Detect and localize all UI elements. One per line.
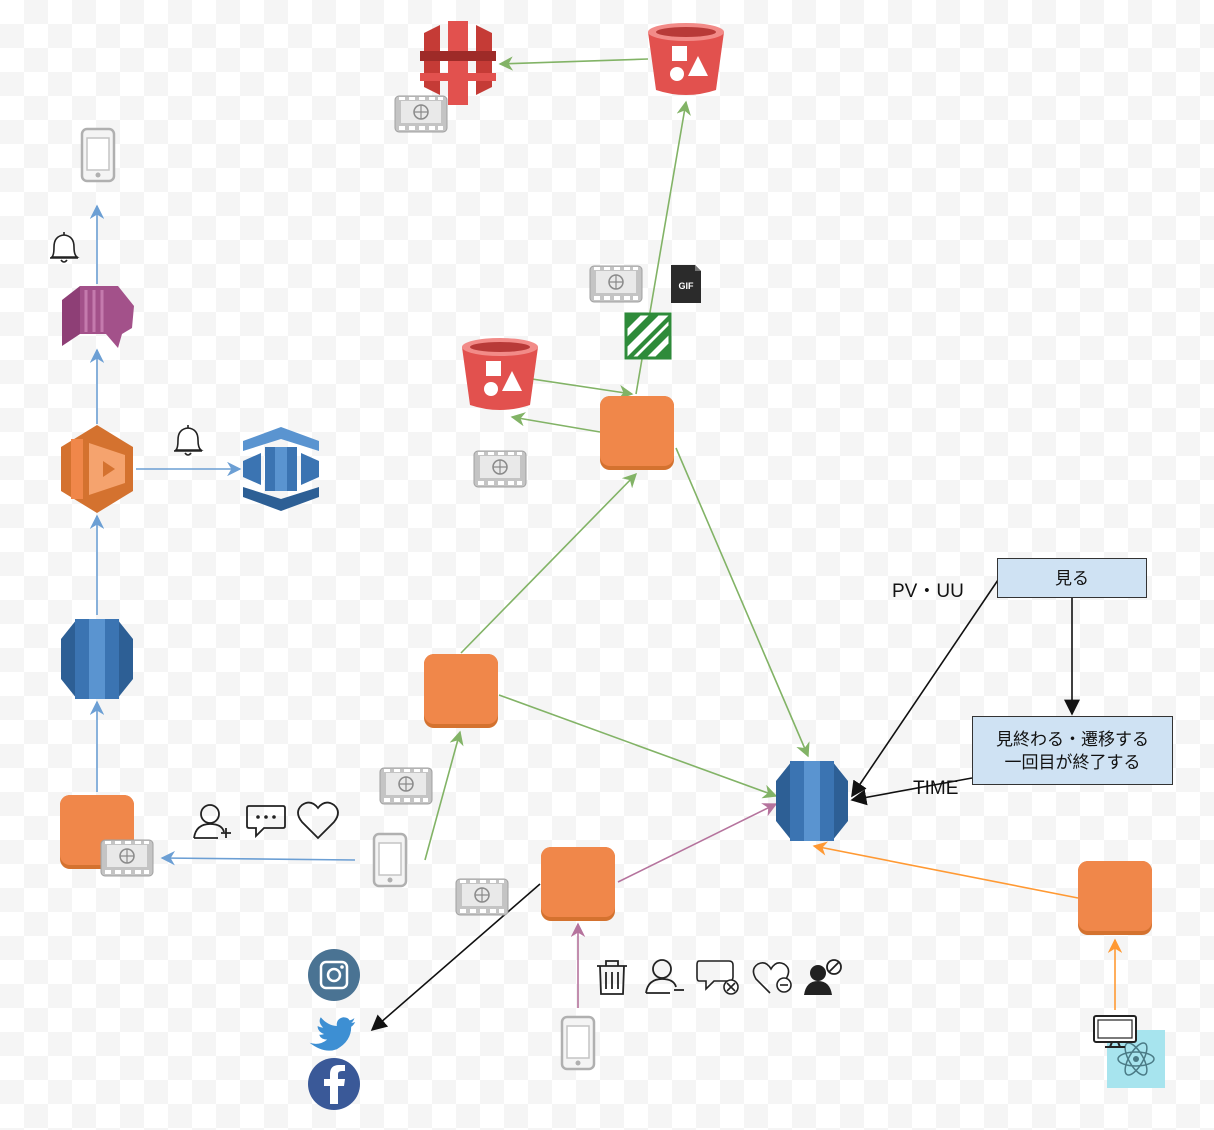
ec2-instance-icon [541, 847, 615, 921]
arrow-phone-to-ec2-mid [424, 730, 464, 861]
ec2-instance-icon [600, 396, 674, 470]
video-icon [379, 767, 433, 805]
block-user-icon [804, 959, 842, 995]
finish-box-line2: 一回目が終了する [1004, 752, 1141, 772]
ffmpeg-icon [624, 312, 672, 360]
s3-bucket-icon [648, 23, 724, 95]
connectors [89, 56, 1123, 1032]
arrow-s3-top-to-cloudfront [498, 56, 649, 71]
remove-user-icon [645, 959, 684, 994]
elastic-transcoder-icon [243, 427, 319, 511]
arrow-ec2-right-to-db [812, 841, 1079, 899]
gif-file-icon: GIF [671, 265, 701, 303]
add-user-icon [193, 804, 231, 839]
heart-icon [297, 801, 339, 840]
sns-icon [62, 286, 134, 348]
facebook-icon [308, 1058, 360, 1110]
pv-uu-label: PV・UU [892, 581, 964, 602]
video-icon [455, 878, 509, 916]
dynamodb-icon [776, 761, 848, 841]
time-label: TIME [913, 778, 959, 799]
arrow-ec2-bottom-to-social [370, 883, 541, 1032]
video-icon [394, 95, 448, 133]
mobile-phone-icon [372, 832, 408, 888]
finish-box: 見終わる・遷移する 一回目が終了する [972, 716, 1173, 785]
instagram-icon [308, 949, 360, 1001]
bell-icon [49, 231, 79, 263]
watch-box-text: 見る [1055, 568, 1089, 588]
trash-icon [597, 960, 627, 995]
twitter-icon [309, 1017, 356, 1051]
bell-icon [173, 424, 203, 456]
arrow-time-to-db [850, 777, 973, 806]
cloudfront-icon [420, 21, 496, 105]
comment-icon [246, 805, 286, 839]
desktop-icon [1093, 1015, 1137, 1048]
dynamodb-icon [61, 619, 133, 699]
mobile-phone-icon [560, 1015, 596, 1071]
arrow-ec2-mid-to-db [498, 694, 778, 799]
lambda-icon [61, 425, 133, 513]
gif-file-icon [589, 265, 643, 303]
arrow-phone-to-ec2-left [160, 850, 356, 866]
finish-box-line1: 見終わる・遷移する [996, 729, 1149, 749]
mobile-phone-icon [80, 127, 116, 183]
s3-bucket-icon [462, 338, 538, 410]
arrow-ec2-bottom-to-db [617, 803, 778, 883]
arrow-ec2-mid-to-ec2-top [460, 472, 638, 654]
arrow-ec2-top-to-db [675, 447, 810, 758]
gif-label: GIF [679, 281, 695, 291]
ec2-instance-icon [424, 654, 498, 728]
remove-heart-icon [752, 962, 792, 994]
arrow-pvuu-to-db [851, 579, 999, 798]
video-icon [100, 839, 154, 877]
ec2-instance-icon [1078, 861, 1152, 935]
video-icon [473, 450, 527, 488]
arrow-ec2-to-s3-mid [510, 412, 601, 433]
remove-comment-icon [696, 960, 739, 995]
watch-box: 見る [997, 558, 1147, 598]
